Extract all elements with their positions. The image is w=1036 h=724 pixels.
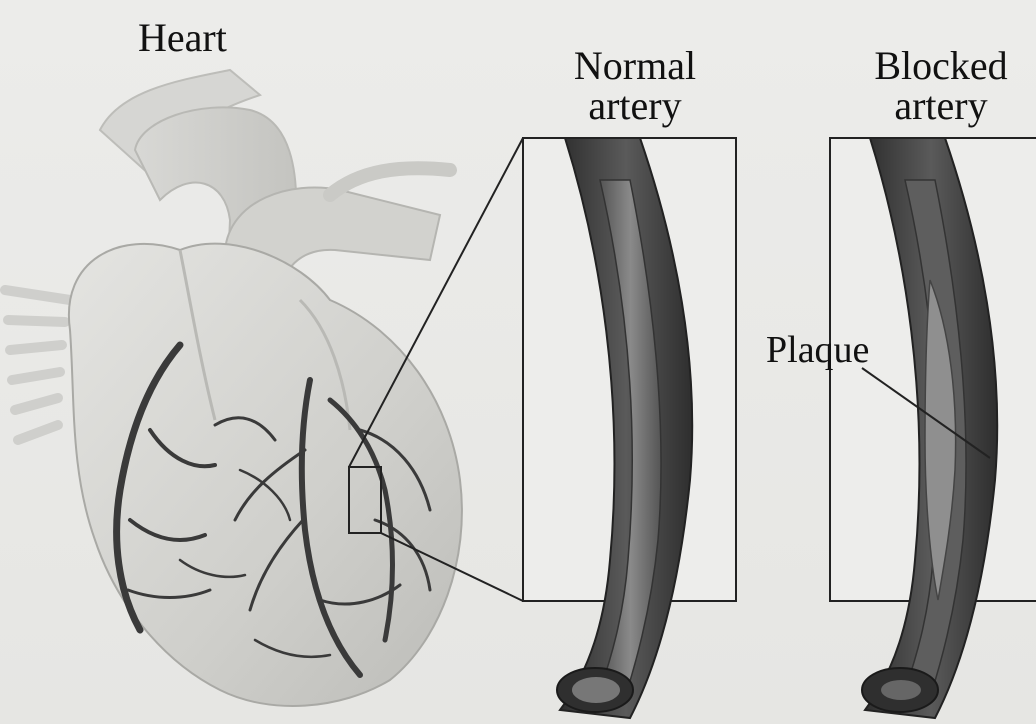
normal-artery-label-line1: Normal — [540, 46, 730, 86]
normal-artery-label: Normal artery — [540, 46, 730, 126]
blocked-artery-label: Blocked artery — [846, 46, 1036, 126]
blocked-artery-label-line1: Blocked — [846, 46, 1036, 86]
plaque-label: Plaque — [766, 330, 869, 370]
normal-artery-label-line2: artery — [540, 86, 730, 126]
heart — [69, 244, 462, 706]
side-vessels — [5, 290, 70, 440]
heart-label: Heart — [138, 18, 227, 58]
blocked-artery-label-line2: artery — [846, 86, 1036, 126]
